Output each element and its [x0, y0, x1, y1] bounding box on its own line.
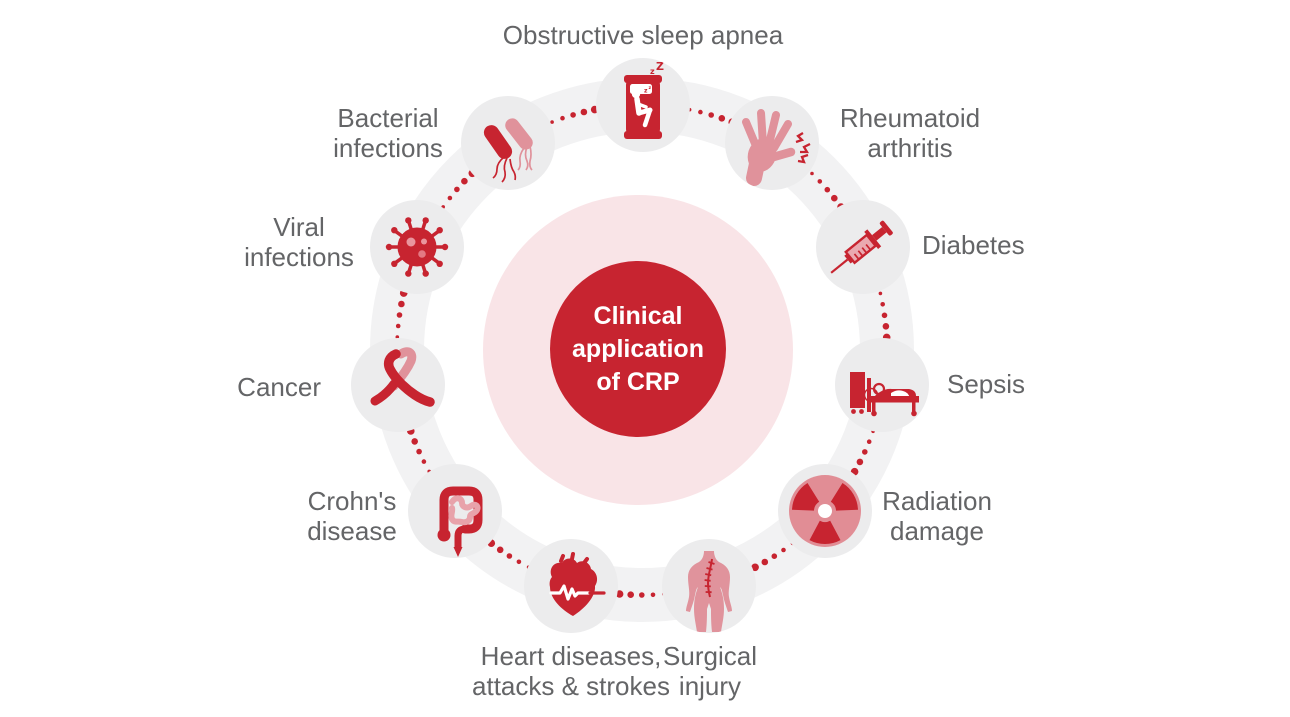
item-circle-bacterial	[461, 96, 555, 190]
intestine-icon	[437, 486, 483, 557]
item-circle-heart	[524, 539, 618, 633]
bacteria-icon	[483, 118, 533, 183]
item-circle-crohns	[408, 464, 502, 558]
label-sleep-apnea: Obstructive sleep apnea	[502, 20, 784, 50]
item-circle-sepsis	[835, 338, 929, 432]
label-sepsis: Sepsis	[947, 369, 1026, 399]
item-circle-rheumatoid	[725, 96, 819, 190]
item-circle-cancer	[351, 338, 445, 432]
center-circle: Clinical application of CRP	[550, 261, 726, 437]
svg-text:z: z	[649, 86, 652, 91]
label-rheumatoid: Rheumatoid arthritis	[839, 103, 981, 163]
hand-pain-icon	[742, 109, 811, 186]
label-bacterial: Bacterial infections	[333, 103, 443, 163]
label-crohns: Crohn's disease	[307, 486, 397, 546]
item-circle-diabetes	[816, 200, 910, 294]
body-scar-icon	[686, 551, 732, 632]
item-circle-sleep-apnea: z z z Z	[596, 58, 690, 152]
label-heart: Heart diseases, attacks & strokes	[472, 641, 670, 701]
label-diabetes: Diabetes	[922, 230, 1025, 260]
svg-text:Z: Z	[656, 60, 664, 73]
awareness-ribbon-icon	[370, 347, 435, 407]
syringe-icon	[830, 220, 893, 274]
radiation-icon	[789, 475, 861, 547]
label-surgical: Surgical injury	[663, 641, 757, 701]
label-cancer: Cancer	[237, 372, 321, 402]
svg-text:z: z	[650, 67, 655, 76]
svg-text:z: z	[644, 88, 648, 95]
center-title: Clinical application of CRP	[572, 301, 704, 396]
patient-bed-icon	[850, 372, 919, 417]
item-circle-radiation	[778, 464, 872, 558]
sleeping-person-icon: z z z Z	[624, 60, 664, 139]
label-radiation: Radiation damage	[882, 486, 992, 546]
heart-ecg-icon	[549, 552, 606, 616]
item-circle-viral	[370, 200, 464, 294]
label-viral: Viral infections	[244, 212, 354, 272]
item-circle-surgical	[662, 539, 756, 633]
virus-icon	[385, 217, 449, 277]
